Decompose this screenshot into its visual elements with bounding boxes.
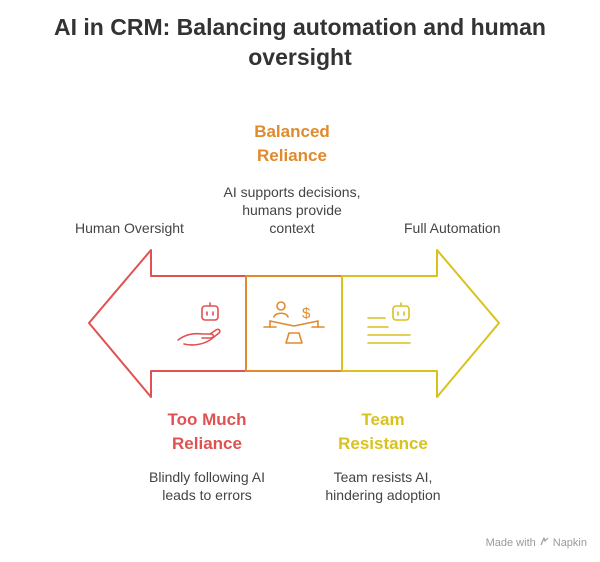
document-robot-icon — [367, 302, 411, 344]
middle-segment — [245, 275, 343, 372]
made-with-napkin-footer: Made with Napkin — [486, 536, 587, 550]
human-oversight-label: Human Oversight — [75, 220, 184, 236]
page-title: AI in CRM: Balancing automation and huma… — [54, 14, 546, 70]
team-resistance-heading: Team Resistance — [338, 410, 428, 453]
robot-hand-icon — [177, 302, 221, 346]
napkin-brand-label: Napkin — [552, 537, 587, 549]
balanced-reliance-heading: Balanced Reliance — [254, 122, 330, 165]
left-arrow-segment — [88, 249, 247, 398]
team-resistance-description: Team resists AI, hindering adoption — [325, 469, 441, 503]
napkin-logo-icon — [539, 536, 550, 550]
made-with-label: Made with — [485, 537, 536, 549]
too-much-reliance-heading: Too Much Reliance — [167, 410, 247, 453]
full-automation-label: Full Automation — [404, 220, 501, 236]
right-arrow-segment — [341, 249, 500, 398]
too-much-reliance-description: Blindly following AI leads to errors — [149, 469, 265, 503]
svg-text:$: $ — [302, 305, 311, 322]
balance-scale-icon: $ — [263, 301, 325, 344]
balanced-reliance-description: AI supports decisions, humans provide co… — [223, 184, 361, 236]
